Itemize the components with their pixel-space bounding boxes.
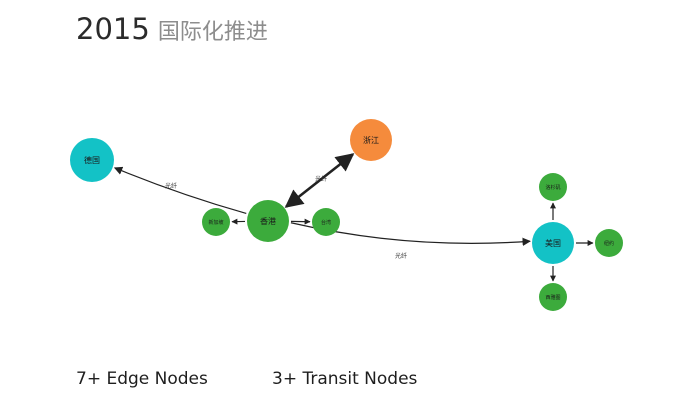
- edge-label-hongkong-usa: 光纤: [395, 252, 407, 260]
- node-luoma: 纽约: [595, 229, 623, 257]
- edge-label-zhejiang-hongkong: 光纤: [315, 175, 327, 183]
- node-xinjiapo: 新加坡: [202, 208, 230, 236]
- node-circle-losangeles: [539, 173, 567, 201]
- node-circle-hongkong: [247, 200, 289, 242]
- node-circle-germany: [70, 138, 114, 182]
- node-label-hongkong: 香港: [260, 216, 276, 226]
- node-label-taiwan: 台湾: [321, 219, 331, 226]
- node-label-losangeles: 洛杉矶: [545, 184, 560, 191]
- node-usa: 美国: [532, 222, 574, 264]
- edge-hongkong-germany: [113, 166, 247, 215]
- node-circle-usa: [532, 222, 574, 264]
- node-circle-zhejiang: [350, 119, 392, 161]
- node-xiyatu: 西雅图: [539, 283, 567, 311]
- node-label-germany: 德国: [84, 155, 100, 165]
- node-label-luoma: 纽约: [604, 240, 614, 247]
- edge-label-hongkong-germany: 光纤: [165, 182, 177, 190]
- edge-zhejiang-hongkong: [284, 153, 355, 208]
- node-losangeles: 洛杉矶: [539, 173, 567, 201]
- node-zhejiang: 浙江: [350, 119, 392, 161]
- transit-nodes-count: 3+ Transit Nodes: [272, 369, 418, 389]
- title-year: 2015: [76, 12, 150, 46]
- title-subtitle: 国际化推进: [157, 20, 268, 45]
- node-circle-xiyatu: [539, 283, 567, 311]
- node-circle-luoma: [595, 229, 623, 257]
- node-hongkong: 香港: [247, 200, 289, 242]
- node-label-zhejiang: 浙江: [363, 135, 379, 145]
- node-circle-taiwan: [312, 208, 340, 236]
- edge-nodes-count: 7+ Edge Nodes: [76, 369, 208, 389]
- page-title: 2015 国际化推进: [76, 12, 268, 46]
- node-label-usa: 美国: [545, 238, 561, 248]
- node-label-xiyatu: 西雅图: [545, 294, 560, 301]
- node-taiwan: 台湾: [312, 208, 340, 236]
- node-circle-xinjiapo: [202, 208, 230, 236]
- node-label-xinjiapo: 新加坡: [208, 219, 223, 226]
- node-germany: 德国: [70, 138, 114, 182]
